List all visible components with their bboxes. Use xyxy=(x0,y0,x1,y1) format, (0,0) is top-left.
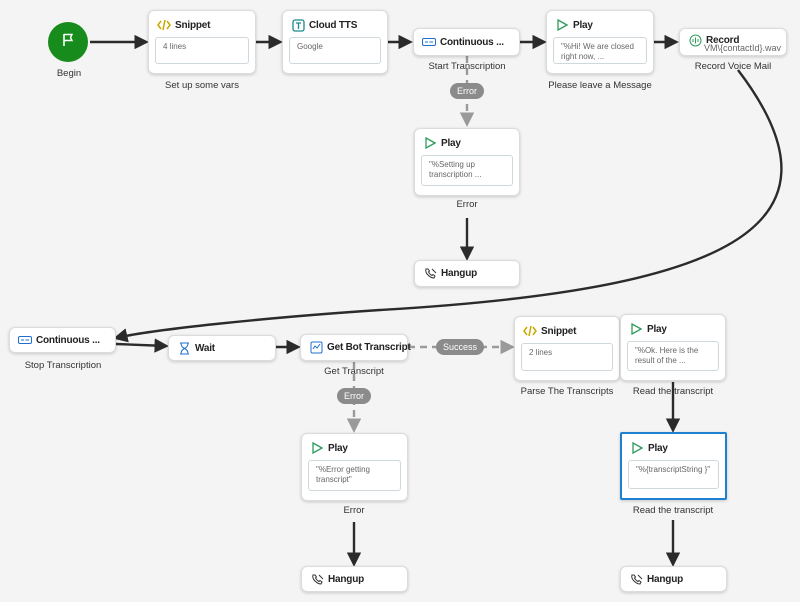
node-preview: Google xyxy=(289,37,381,64)
play-node-error-setup[interactable]: Play "%Setting up transcription ... xyxy=(414,128,520,196)
hourglass-icon xyxy=(177,341,191,355)
node-caption: Read the transcript xyxy=(632,505,714,516)
node-title: Get Bot Transcript xyxy=(327,342,411,353)
node-title: Snippet xyxy=(541,325,577,337)
error-branch-label: Error xyxy=(337,388,371,404)
play-icon xyxy=(423,136,437,150)
node-title: Record xyxy=(706,34,740,46)
tts-icon xyxy=(291,18,305,32)
wait-node[interactable]: Wait xyxy=(168,335,276,361)
begin-node[interactable] xyxy=(48,22,88,62)
node-caption: Stop Transcription xyxy=(24,360,102,371)
error-branch-label: Error xyxy=(450,83,484,99)
snippet-node-setup[interactable]: Snippet 4 lines xyxy=(148,10,256,74)
transcription-icon xyxy=(18,333,32,347)
flag-icon xyxy=(60,32,76,53)
node-caption: Please leave a Message xyxy=(548,80,652,91)
hangup-icon xyxy=(310,572,324,586)
edge-record-cont2 xyxy=(113,69,783,343)
node-caption: Read the transcript xyxy=(632,386,714,397)
continuous-node-start[interactable]: Continuous ... xyxy=(413,28,520,56)
play-icon xyxy=(555,18,569,32)
node-title: Play xyxy=(573,19,593,31)
node-preview: "%Error getting transcript" xyxy=(308,460,401,491)
begin-label: Begin xyxy=(56,68,82,79)
node-title: Hangup xyxy=(441,268,478,279)
code-icon xyxy=(157,18,171,32)
hangup-icon xyxy=(629,572,643,586)
node-preview: 2 lines xyxy=(521,343,613,371)
node-preview: "%{transcriptString }" xyxy=(628,460,719,489)
play-icon xyxy=(310,441,324,455)
node-caption: Error xyxy=(456,199,478,210)
node-title: Hangup xyxy=(647,573,684,585)
node-title: Play xyxy=(648,442,668,454)
cloud-tts-node[interactable]: Cloud TTS Google xyxy=(282,10,388,74)
node-title: Wait xyxy=(195,342,215,354)
hangup-icon xyxy=(423,267,437,281)
hangup-node-3[interactable]: Hangup xyxy=(620,566,727,592)
node-title: Play xyxy=(328,442,348,454)
node-preview: 4 lines xyxy=(155,37,249,64)
edge-cont2-wait xyxy=(115,338,169,353)
play-node-leave-message[interactable]: Play "%Hi! We are closed right now, ... xyxy=(546,10,654,74)
node-title: Hangup xyxy=(328,573,365,585)
play-icon xyxy=(630,441,644,455)
node-title: Continuous ... xyxy=(36,334,100,346)
node-subtitle: VM\{contactId}.wav xyxy=(704,43,782,53)
success-branch-label: Success xyxy=(435,339,485,355)
node-caption: Set up some vars xyxy=(165,80,239,91)
node-preview: "%Hi! We are closed right now, ... xyxy=(553,37,647,64)
play-icon xyxy=(629,322,643,336)
node-title: Play xyxy=(647,323,667,335)
play-node-read-transcript-string[interactable]: Play "%{transcriptString }" xyxy=(620,432,727,500)
node-caption: Start Transcription xyxy=(428,61,506,72)
node-preview: "%Setting up transcription ... xyxy=(421,155,513,186)
code-icon xyxy=(523,324,537,338)
play-node-read-transcript[interactable]: Play "%Ok. Here is the result of the ... xyxy=(620,314,726,381)
transcript-icon xyxy=(309,341,323,355)
node-title: Play xyxy=(441,137,461,149)
hangup-node-1[interactable]: Hangup xyxy=(414,260,520,287)
node-title: Snippet xyxy=(175,19,211,31)
node-caption: Record Voice Mail xyxy=(694,61,772,72)
record-node[interactable]: Record VM\{contactId}.wav xyxy=(679,28,787,56)
node-preview: "%Ok. Here is the result of the ... xyxy=(627,341,719,371)
transcription-icon xyxy=(422,35,436,49)
node-caption: Parse The Transcripts xyxy=(520,386,614,397)
record-icon xyxy=(688,33,702,47)
continuous-node-stop[interactable]: Continuous ... xyxy=(9,327,116,353)
node-title: Continuous ... xyxy=(440,36,504,48)
node-title: Cloud TTS xyxy=(309,19,358,31)
node-caption: Error xyxy=(343,505,365,516)
snippet-node-parse[interactable]: Snippet 2 lines xyxy=(514,316,620,381)
play-node-error-transcript[interactable]: Play "%Error getting transcript" xyxy=(301,433,408,501)
get-bot-transcript-node[interactable]: Get Bot Transcript xyxy=(300,334,411,361)
node-caption: Get Transcript xyxy=(324,366,384,377)
hangup-node-2[interactable]: Hangup xyxy=(301,566,408,592)
